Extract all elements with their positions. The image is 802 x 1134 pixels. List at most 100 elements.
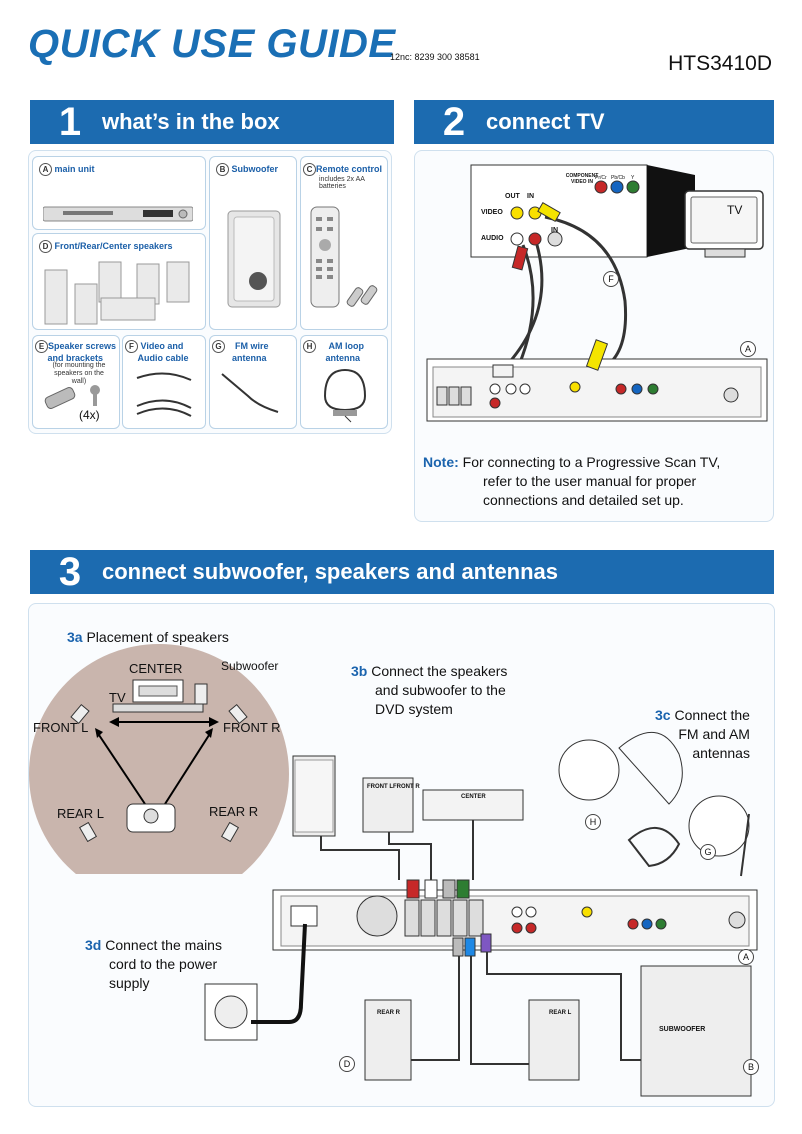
tag-h-section3: H (585, 814, 601, 830)
step-3c-line-1: Connect the (674, 707, 750, 723)
pb-label: Pb/Cb (611, 175, 625, 181)
screws-label-2: and brackets (47, 353, 104, 363)
step-3d-number: 3d (85, 937, 102, 953)
bracket-image (44, 385, 100, 409)
item-main-unit: A main unit (32, 156, 206, 230)
step-3d-line-1: Connect the mains (105, 937, 222, 953)
section-3-header: 3 connect subwoofer, speakers and antenn… (30, 550, 774, 594)
fm-label-2: antenna (232, 353, 267, 363)
screws-sub-1: (for mounting the (52, 362, 106, 369)
step-3d: 3d Connect the mains cord to the power s… (85, 936, 222, 993)
component-label: COMPONENT VIDEO IN (565, 173, 599, 185)
step-3b-number: 3b (351, 663, 368, 679)
step-3c-line-2: FM and AM (678, 726, 750, 742)
screws-count: (4x) (79, 408, 100, 422)
step-3b-line-1: Connect the speakers (371, 663, 508, 679)
connect-speakers-panel: 3a Placement of speakers CENTER Subwoofe… (28, 603, 775, 1107)
step-3a-number: 3a (67, 629, 83, 645)
note-line-3: connections and detailed set up. (483, 492, 684, 508)
section-3-number: 3 (58, 549, 82, 594)
tv-connection-diagram (426, 164, 768, 422)
tag-h: H (303, 340, 316, 353)
note-label: Note: (423, 454, 459, 470)
section-3-title: connect subwoofer, speakers and antennas (102, 559, 559, 584)
item-subwoofer: B Subwoofer (209, 156, 297, 330)
pr-label: Pr/Cr (595, 175, 607, 181)
conn-front-r: FRONT R (393, 784, 420, 790)
section-1-number: 1 (58, 99, 82, 144)
tag-e: E (35, 340, 48, 353)
remote-image (310, 206, 378, 308)
cable-label-2: Audio cable (137, 353, 189, 363)
step-3b-line-2: and subwoofer to the (375, 682, 506, 698)
step-3a: 3a Placement of speakers (67, 628, 229, 647)
main-unit-label: main unit (54, 163, 95, 174)
step-3b-line-3: DVD system (375, 701, 453, 717)
placement-rear-r: REAR R (209, 804, 259, 819)
section-1-title: what’s in the box (102, 109, 280, 134)
connect-tv-panel: COMPONENT VIDEO IN Pr/Cr Pb/Cb Y OUT IN … (414, 150, 774, 522)
conn-front-l: FRONT L (367, 784, 393, 790)
tag-b-section3: B (743, 1059, 759, 1075)
product-code: 12nc: 8239 300 38581 (390, 52, 480, 62)
tag-d: D (39, 240, 52, 253)
audio-label: AUDIO (481, 235, 504, 242)
out-label: OUT (505, 193, 520, 200)
in-label: IN (527, 193, 534, 200)
tag-g-section3: G (700, 844, 716, 860)
note-text: Note: For connecting to a Progressive Sc… (423, 453, 768, 510)
am-antenna-image (323, 368, 367, 423)
placement-front-r: FRONT R (223, 720, 281, 735)
tag-f-connect-tv: F (603, 271, 619, 287)
tv-label: TV (727, 203, 743, 217)
item-am-antenna: H AM loop antenna (300, 335, 388, 429)
step-3a-text: Placement of speakers (86, 629, 229, 645)
am-label-2: antenna (325, 353, 361, 363)
section-1-header: 1 what’s in the box (30, 100, 394, 144)
item-speakers: D Front/Rear/Center speakers (32, 233, 206, 330)
y-label: Y (631, 175, 635, 181)
placement-subwoofer: Subwoofer (221, 659, 279, 673)
conn-rear-r: REAR R (377, 1010, 401, 1016)
in2-label: IN (551, 227, 558, 234)
conn-subwoofer: SUBWOOFER (659, 1026, 706, 1033)
fm-label-1: FM wire (235, 340, 269, 351)
step-3d-line-3: supply (109, 975, 150, 991)
note-line-1: For connecting to a Progressive Scan TV, (462, 454, 721, 470)
step-3c: 3c Connect the FM and AM antennas (655, 706, 750, 763)
tag-a-section3: A (738, 949, 754, 965)
page-title: QUICK USE GUIDE (28, 22, 396, 66)
tag-a: A (39, 163, 52, 176)
fm-antenna-image (221, 373, 279, 413)
tag-d-section3: D (339, 1056, 355, 1072)
am-label-1: AM loop (328, 340, 365, 351)
section-2-title: connect TV (486, 109, 605, 134)
video-label: VIDEO (481, 209, 503, 216)
tag-g: G (212, 340, 225, 353)
cable-label-1: Video and (140, 340, 184, 351)
remote-sublabel: includes 2x AA batteries (319, 176, 365, 190)
placement-rear-l: REAR L (57, 806, 104, 821)
placement-tv: TV (109, 690, 126, 705)
subwoofer-label: Subwoofer (231, 163, 279, 174)
item-fm-antenna: G FM wire antenna (209, 335, 297, 429)
placement-front-l: FRONT L (33, 720, 89, 735)
tag-b: B (216, 163, 229, 176)
remote-label: Remote control (316, 163, 383, 174)
step-3c-line-3: antennas (692, 745, 750, 761)
screws-label-1: Speaker screws (48, 340, 117, 351)
screws-sub-2: speakers on the wall) (54, 370, 104, 385)
dvd-player-image (43, 206, 193, 222)
placement-center: CENTER (129, 661, 183, 676)
conn-rear-l: REAR L (549, 1010, 572, 1016)
tag-f: F (125, 340, 138, 353)
step-3c-number: 3c (655, 707, 671, 723)
tag-c: C (303, 163, 316, 176)
speakers-label: Front/Rear/Center speakers (54, 240, 173, 251)
speaker-placement-diagram (29, 644, 289, 874)
step-3b: 3b Connect the speakers and subwoofer to… (351, 662, 507, 719)
note-line-2: refer to the user manual for proper (483, 473, 697, 489)
